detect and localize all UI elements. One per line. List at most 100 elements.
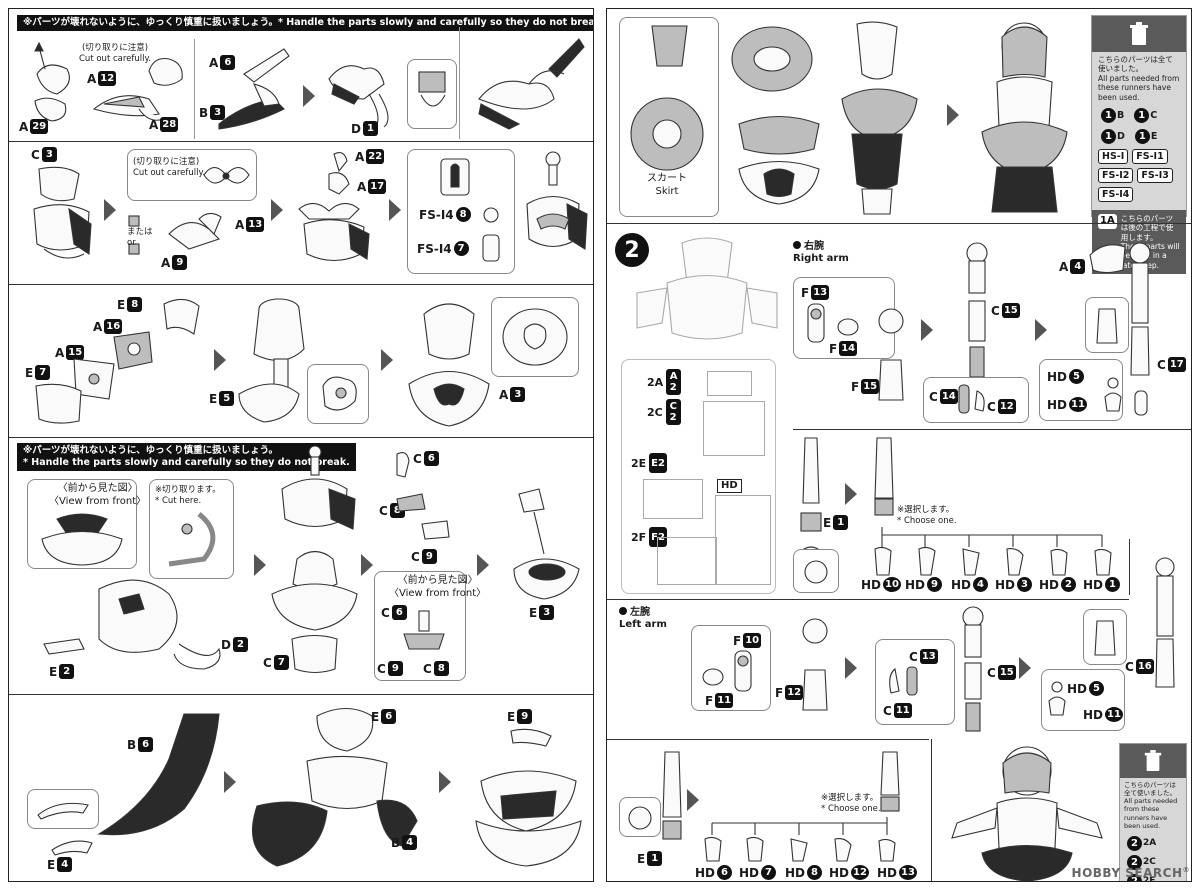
part-e7	[35, 383, 82, 424]
part-c14-c12	[958, 384, 985, 414]
runners-used-panel-2: こちらのパーツは全て使いました。All parts needed from th…	[1119, 743, 1187, 881]
part-left-arm-c16	[1155, 557, 1175, 688]
front-view-note: 〈前から見た図〉〈View from front〉	[49, 483, 147, 507]
trash-icon	[1092, 16, 1186, 52]
step-arrow	[477, 554, 489, 576]
runner-legend-hd: HD	[717, 479, 742, 493]
part-f10-f11	[702, 650, 752, 692]
part-cut-detail	[168, 512, 216, 567]
step-arrow	[921, 319, 933, 341]
runners-used-text-2: こちらのパーツは全て使いました。All parts needed from th…	[1124, 781, 1178, 830]
runner-frame-hd	[715, 495, 771, 585]
choose-note-left: ※選択します。* Choose one.	[821, 793, 881, 814]
part-a15	[73, 358, 115, 400]
runner-chip: FS-I3	[1137, 167, 1173, 183]
part-hd-pin	[1134, 390, 1148, 416]
step-arrow	[1035, 319, 1047, 341]
runner-frame-a	[707, 371, 752, 396]
part-collar-e5	[238, 298, 305, 423]
part-arm-a4-c17	[1089, 242, 1151, 376]
runner-chips-2: 22A 22C 22E 22F	[1120, 833, 1186, 881]
part-bow	[203, 166, 250, 184]
part-figure-upper-body	[951, 746, 1103, 881]
hand-choice-lines-left	[711, 817, 888, 835]
step-arrow	[214, 349, 226, 371]
part-c16-detail	[1094, 620, 1116, 656]
detail-box-d1	[407, 59, 457, 129]
cut-note-2: (切り取りに注意)Cut out carefully.	[133, 157, 206, 178]
part-upper-arm-left	[802, 618, 828, 711]
part-left-forearm-b	[880, 751, 900, 812]
part-left-forearm	[662, 751, 682, 840]
part-fs-pins	[482, 207, 500, 262]
part-body-c7	[271, 445, 358, 674]
warning-banner-mid: ※パーツが壊れないように、ゆっくり慎重に扱いましょう。* Handle the …	[17, 443, 356, 471]
runner-frame-f	[657, 537, 717, 585]
part-sprue-options	[128, 215, 140, 255]
step-arrow	[439, 771, 451, 793]
part-skirt-ring	[630, 97, 704, 171]
part-c13-c11	[889, 666, 918, 696]
runner-chip: FS-I4	[1098, 186, 1134, 202]
front-view-note-2: 〈前から見た図〉〈View from front〉	[389, 575, 487, 599]
instruction-sheet-left: ※パーツが壊れないように、ゆっくり慎重に扱いましょう。* Handle the …	[8, 8, 594, 882]
part-fs-socket	[440, 158, 470, 196]
part-skirt-arm-a6	[218, 48, 290, 130]
part-skirt-frill-assembly	[738, 115, 820, 205]
choose-note-right: ※選択します。* Choose one.	[897, 505, 957, 526]
part-step2-result	[526, 151, 588, 250]
part-assembly-a12	[92, 95, 165, 121]
part-figure-arms-ghost	[636, 237, 778, 340]
hand-choice-lines	[881, 527, 1103, 547]
step-number: 2	[615, 233, 649, 267]
step-arrow	[271, 199, 283, 221]
part-c17-detail	[1096, 308, 1118, 344]
part-skirt-flat	[651, 25, 688, 67]
part-upper-arm-right	[878, 308, 904, 401]
part-e1-cap-b	[628, 806, 652, 830]
part-a28	[148, 57, 183, 86]
part-cape-b6	[97, 713, 220, 836]
hand-parts-right	[874, 546, 1112, 576]
cut-here-note: ※切り取ります。* Cut here.	[155, 485, 221, 506]
